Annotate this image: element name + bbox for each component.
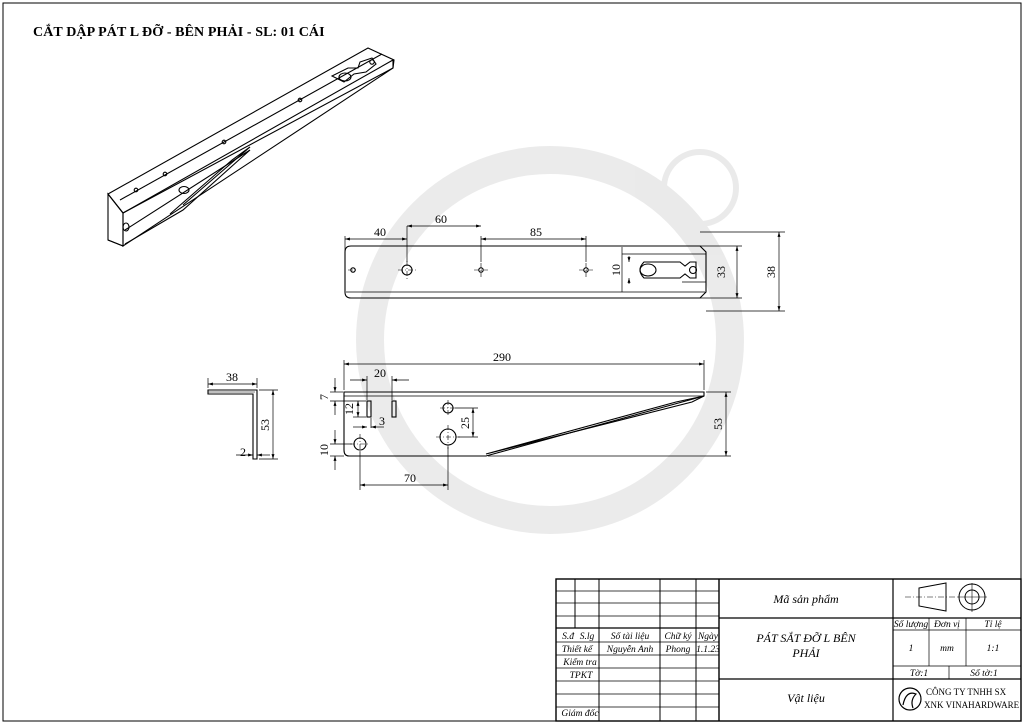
tb-header-chu-ky: Chữ ký [664, 632, 692, 642]
dim-53-front: 53 [711, 418, 725, 430]
dim-53-side: 53 [258, 419, 272, 431]
tb-signature: Phong [665, 645, 691, 655]
watermark-logo [356, 146, 744, 534]
tb-ti-le-label: Tỉ lệ [984, 620, 1002, 630]
dim-33: 33 [714, 266, 728, 278]
dim-10-front: 10 [317, 444, 331, 456]
dim-70: 70 [404, 471, 416, 485]
dim-38-side: 38 [226, 370, 238, 384]
isometric-view [107, 47, 395, 248]
dim-85: 85 [530, 225, 542, 239]
tb-ti-le: 1:1 [987, 644, 1000, 654]
title-block [555, 578, 1022, 722]
tb-product-name-line2: PHẢI [791, 646, 820, 660]
dim-7: 7 [317, 394, 331, 400]
dim-10-top: 10 [609, 264, 623, 276]
tb-header-slg: S.lg [580, 632, 595, 642]
tb-company-line2: XNK VINAHARDWARE [924, 700, 1020, 710]
page-title: CẮT DẬP PÁT L ĐỠ - BÊN PHẢI - SL: 01 CÁI [33, 25, 325, 40]
dim-12: 12 [342, 403, 356, 415]
tb-don-vi: mm [940, 644, 954, 654]
tb-giam-doc-label: Giám đốc [561, 708, 599, 719]
dim-38-top: 38 [764, 266, 778, 278]
tb-thiet-ke-label: Thiết kế [562, 644, 594, 655]
tb-vat-lieu: Vật liệu [787, 691, 825, 705]
tb-don-vi-label: Đơn vị [933, 620, 960, 630]
side-view [207, 378, 278, 460]
tb-header-so-tai-lieu: Số tài liệu [611, 631, 650, 642]
tb-company-line1: CÔNG TY TNHH SX [926, 687, 1007, 697]
tb-tpkt-label: TPKT [570, 671, 593, 681]
tb-ma-san-pham: Mã sản phẩm [772, 592, 839, 606]
top-view [344, 224, 785, 312]
vinahardware-logo-icon [898, 687, 922, 711]
front-view [330, 360, 731, 490]
tb-so-luong-label: Số lượng [894, 619, 929, 630]
dim-3: 3 [379, 414, 385, 428]
dim-2: 2 [240, 445, 246, 459]
tb-to: Tờ:1 [910, 669, 928, 679]
first-angle-projection-icon [905, 582, 987, 612]
dim-40: 40 [374, 225, 386, 239]
tb-product-name-line1: PÁT SẮT ĐỠ L BÊN [755, 630, 856, 645]
dim-60: 60 [435, 212, 447, 226]
tb-date: 1.1.23 [696, 645, 720, 655]
tb-header-ngay: Ngày [697, 632, 719, 642]
tb-so-luong: 1 [909, 644, 914, 654]
dim-25: 25 [458, 417, 472, 429]
tb-kiem-tra-label: Kiểm tra [562, 657, 597, 668]
tb-designer-name: Nguyễn Anh [606, 644, 654, 655]
tb-so-to: Số tờ:1 [970, 668, 998, 679]
tb-header-sd: S.đ [562, 632, 575, 642]
dim-20: 20 [374, 366, 386, 380]
dim-290: 290 [493, 350, 511, 364]
